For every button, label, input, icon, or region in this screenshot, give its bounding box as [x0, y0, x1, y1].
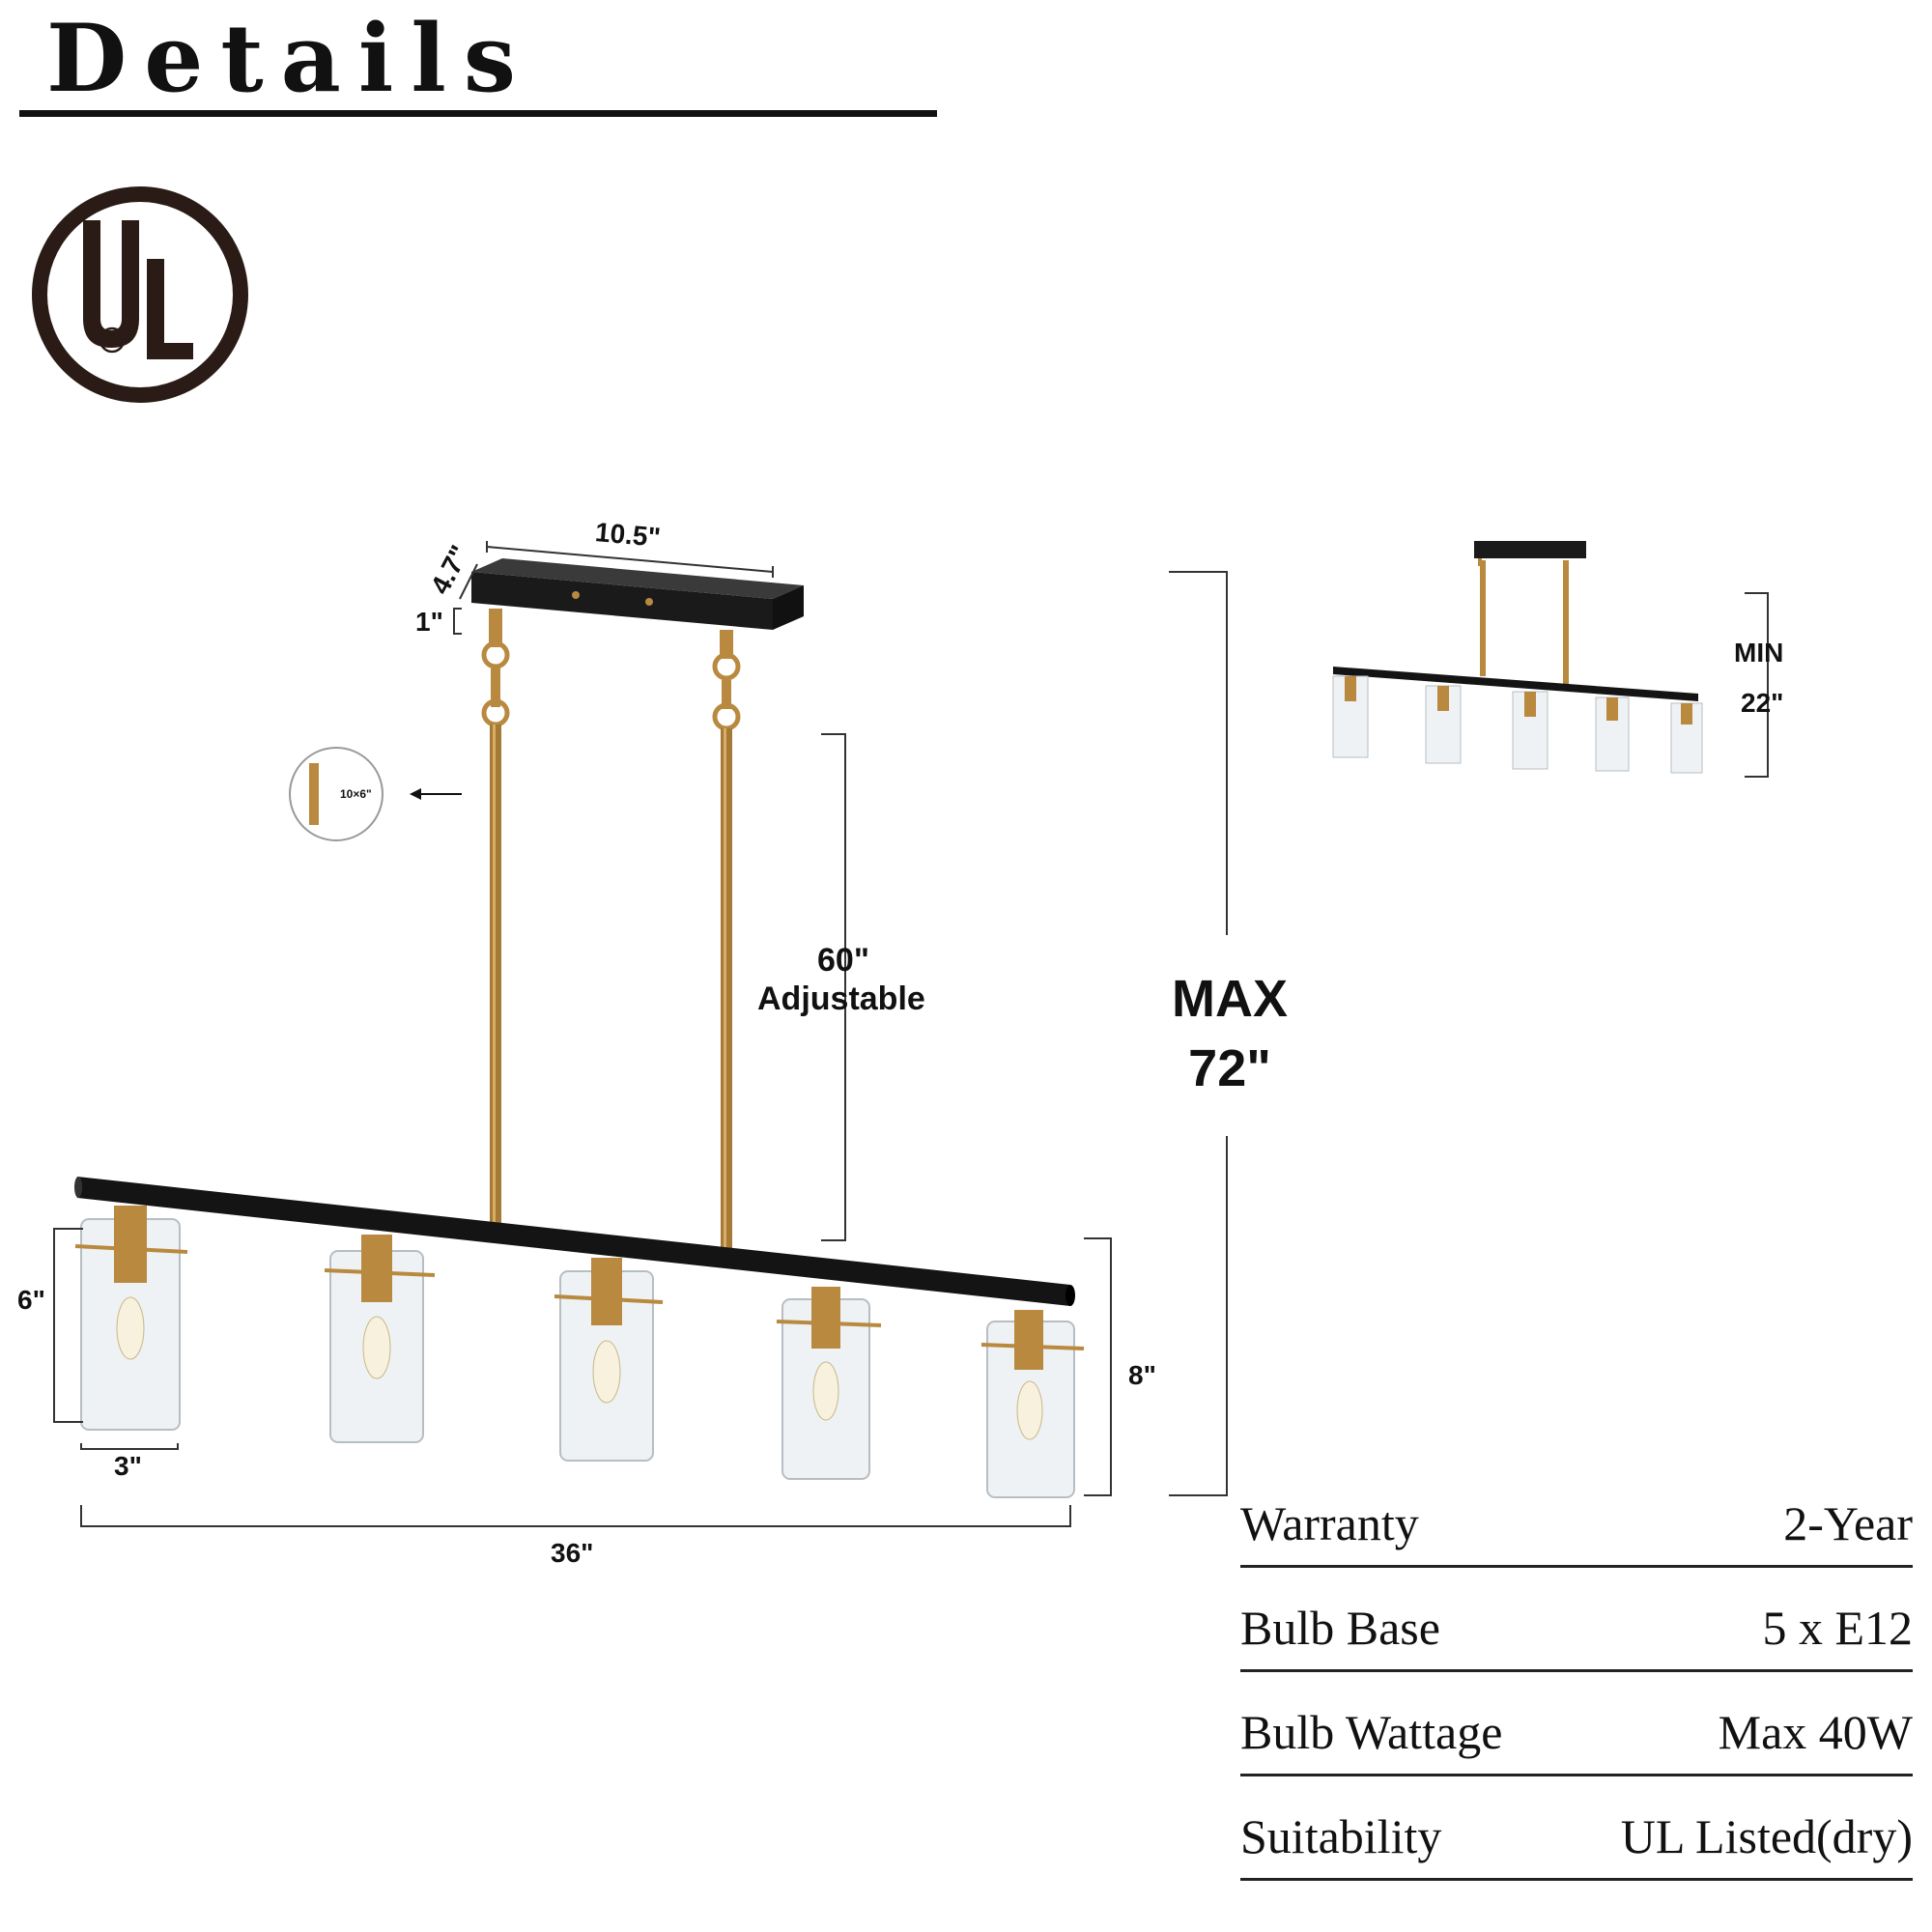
rod-length-label: 60"	[817, 942, 869, 979]
shade	[980, 1310, 1085, 1498]
spec-row-bulb-wattage: Bulb Wattage Max 40W	[1240, 1673, 1913, 1776]
spec-value: UL Listed(dry)	[1620, 1809, 1913, 1863]
spec-row-warranty: Warranty 2-Year	[1240, 1468, 1913, 1568]
spec-row-suitability: Suitability UL Listed(dry)	[1240, 1777, 1913, 1881]
page-title: Details	[46, 4, 533, 113]
spec-row-bulb-base: Bulb Base 5 x E12	[1240, 1569, 1913, 1672]
max-height-value: 72"	[1188, 1039, 1271, 1097]
svg-text:R: R	[107, 333, 117, 348]
spec-value: 5 x E12	[1762, 1601, 1913, 1655]
canopy	[471, 558, 804, 630]
shade	[74, 1206, 188, 1431]
canopy-height-label: 1"	[415, 607, 443, 637]
shade	[554, 1258, 664, 1462]
rod-adjustable-label: Adjustable	[757, 980, 925, 1017]
min-height-label: MIN	[1734, 638, 1784, 668]
rod-detail-callout	[289, 747, 462, 841]
shade-width-label: 3"	[114, 1451, 142, 1481]
title-underline	[19, 110, 937, 117]
spec-label: Bulb Base	[1240, 1601, 1440, 1655]
min-height-value: 22"	[1741, 688, 1784, 718]
suspension-rods	[481, 609, 741, 1248]
ul-listed-logo: R	[32, 186, 248, 403]
fixture-height-label: 8"	[1128, 1360, 1156, 1390]
max-height-label: MAX	[1172, 970, 1288, 1028]
fixture-main	[74, 558, 1085, 1498]
fixture-length-label: 36"	[551, 1538, 594, 1568]
fixture-min-height	[1332, 541, 1703, 774]
canopy-length-label: 10.5"	[593, 517, 663, 553]
spec-label: Warranty	[1240, 1496, 1419, 1550]
spec-label: Suitability	[1240, 1809, 1442, 1863]
shade	[776, 1287, 882, 1480]
light-bar	[74, 1177, 1075, 1306]
spec-label: Bulb Wattage	[1240, 1705, 1503, 1759]
shade	[324, 1235, 436, 1443]
spec-value: 2-Year	[1783, 1496, 1913, 1550]
spec-value: Max 40W	[1718, 1705, 1913, 1759]
dimension-lines	[53, 541, 1769, 1527]
rod-detail-label: 10×6"	[340, 787, 372, 801]
shade-height-label: 6"	[17, 1285, 45, 1315]
